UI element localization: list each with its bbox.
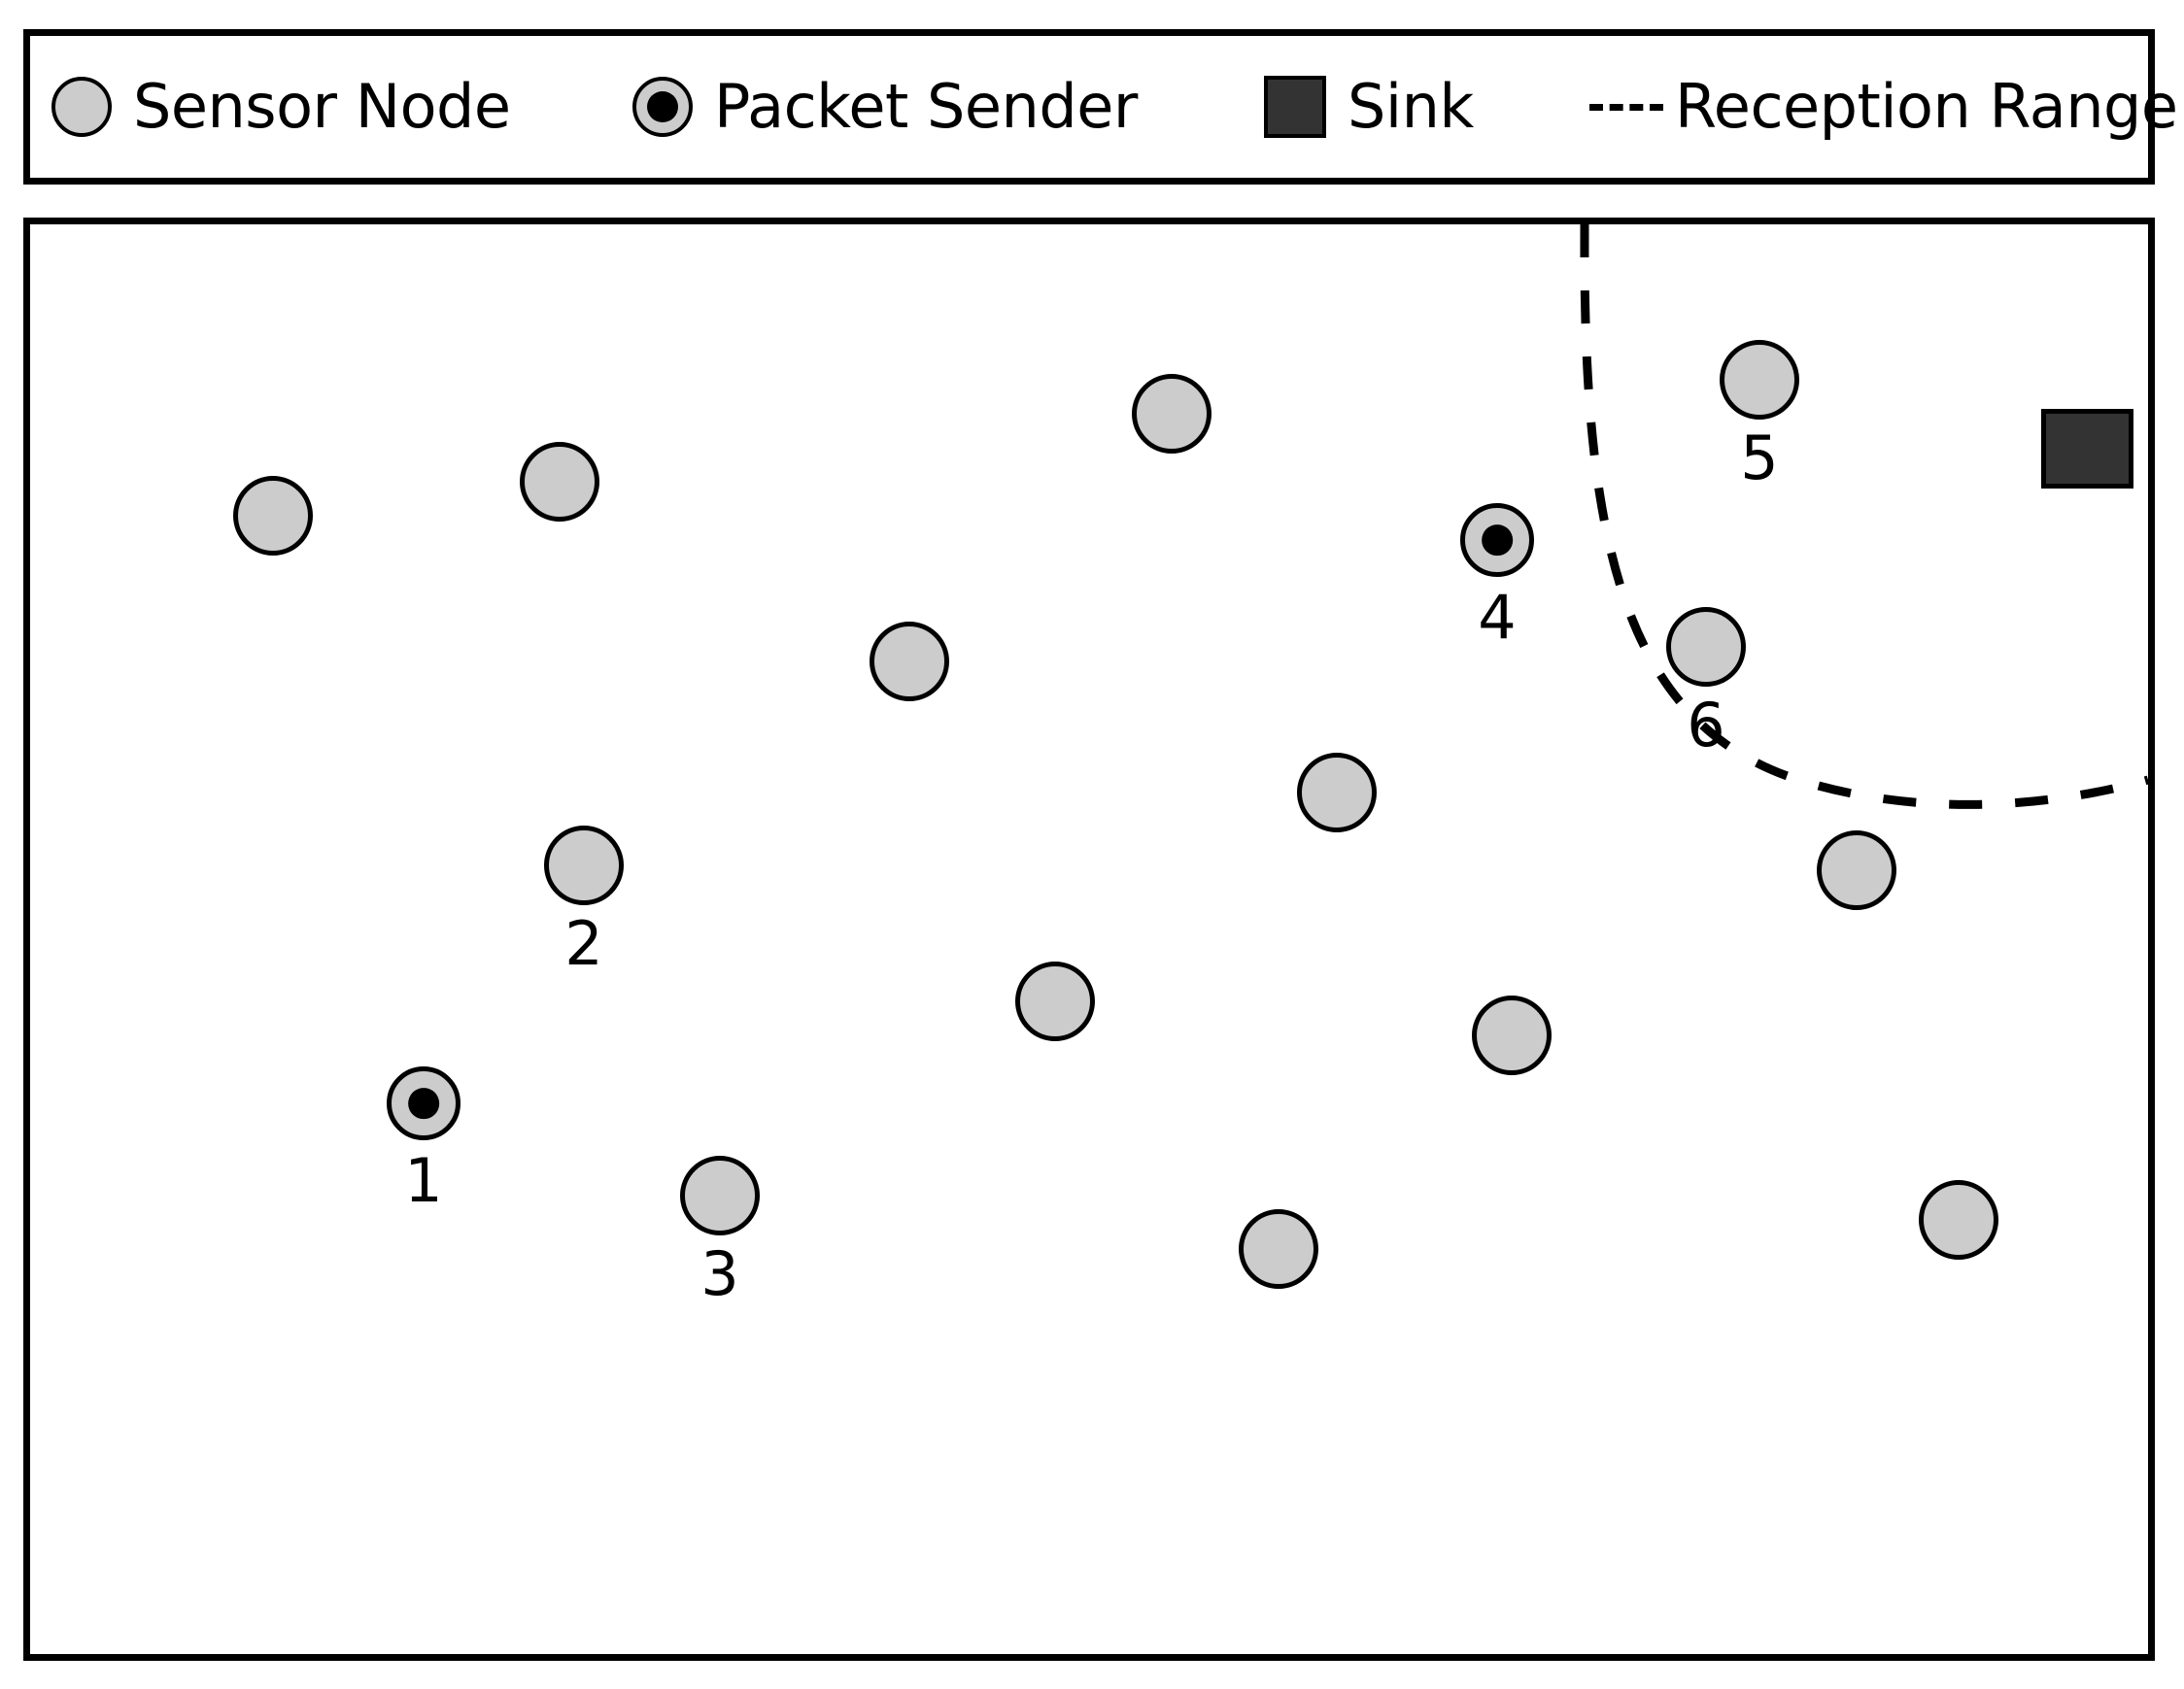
legend-item-sink: Sink bbox=[1264, 76, 1474, 138]
packet-sender-marker-4 bbox=[1460, 503, 1534, 577]
network-plot-area: 5 6 2 3 4 1 bbox=[30, 224, 2148, 1654]
sensor-node-marker bbox=[1817, 830, 1896, 910]
sink-marker bbox=[2041, 409, 2133, 489]
sensor-node-marker-3 bbox=[680, 1156, 760, 1235]
legend-label-packet-sender: Packet Sender bbox=[714, 71, 1138, 142]
sensor-node-marker bbox=[1015, 962, 1095, 1041]
sensor-node-marker bbox=[1239, 1209, 1318, 1289]
sensor-node-marker bbox=[1132, 374, 1211, 454]
node-label-3: 3 bbox=[700, 1238, 739, 1309]
legend-item-sensor-node: Sensor Node bbox=[51, 77, 511, 137]
sensor-node-marker-5 bbox=[1720, 340, 1799, 420]
packet-sender-marker-1 bbox=[387, 1066, 461, 1140]
packet-sender-circle-icon bbox=[632, 77, 693, 137]
sink-square-icon bbox=[1264, 76, 1326, 138]
network-plot-panel: 5 6 2 3 4 1 bbox=[23, 218, 2155, 1661]
dashed-line-icon bbox=[1589, 103, 1663, 111]
legend-item-reception-range: Reception Range bbox=[1589, 77, 2178, 137]
legend-item-packet-sender: Packet Sender bbox=[632, 77, 1138, 137]
node-label-5: 5 bbox=[1740, 422, 1779, 493]
legend-label-sensor-node: Sensor Node bbox=[133, 71, 511, 142]
sensor-node-marker bbox=[1472, 996, 1552, 1075]
sensor-node-marker bbox=[870, 622, 949, 701]
legend-label-reception-range: Reception Range bbox=[1675, 71, 2178, 142]
sensor-node-circle-icon bbox=[51, 77, 112, 137]
sensor-node-marker bbox=[233, 476, 313, 556]
node-label-2: 2 bbox=[564, 908, 603, 979]
sensor-node-marker-2 bbox=[544, 826, 624, 905]
sensor-node-marker-6 bbox=[1666, 607, 1746, 687]
node-label-6: 6 bbox=[1687, 690, 1725, 760]
legend-label-sink: Sink bbox=[1348, 71, 1474, 142]
legend-panel: Sensor Node Packet Sender Sink Reception… bbox=[23, 29, 2178, 185]
sensor-node-marker bbox=[520, 442, 599, 522]
sensor-node-marker bbox=[1297, 753, 1377, 832]
node-label-1: 1 bbox=[404, 1145, 443, 1216]
sensor-node-marker bbox=[1919, 1180, 1998, 1260]
node-label-4: 4 bbox=[1478, 582, 1517, 653]
reception-range-arc bbox=[30, 224, 2148, 1654]
